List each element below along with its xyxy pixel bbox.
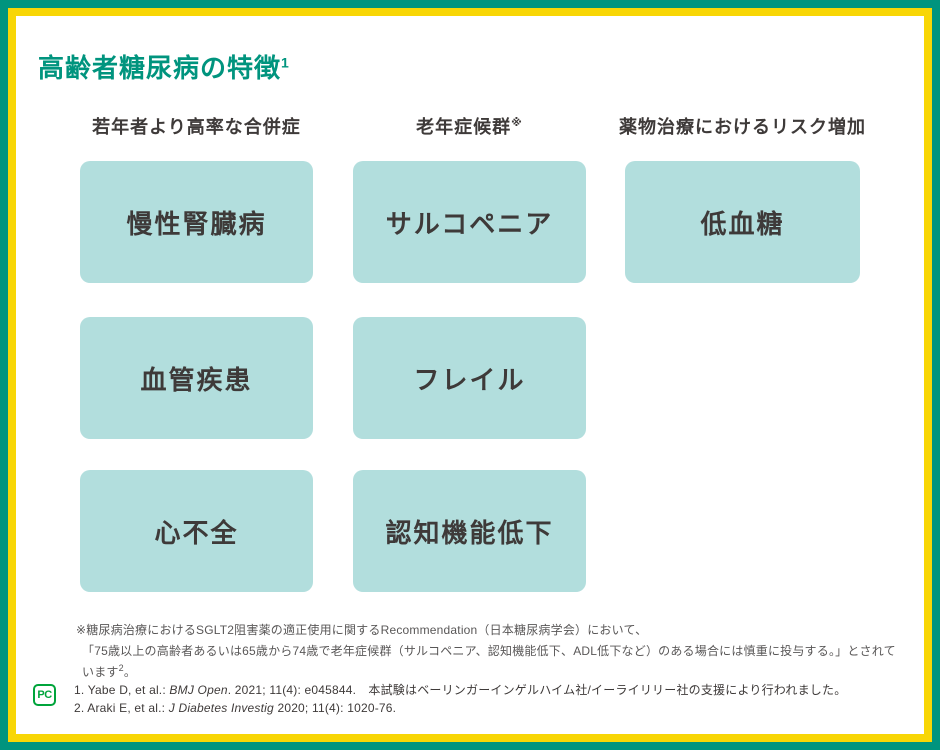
box-vascular-disease: 血管疾患 <box>80 317 313 439</box>
yellow-frame: 高齢者糖尿病の特徴1 若年者より高率な合併症 老年症候群※ 薬物治療におけるリス… <box>8 8 932 742</box>
box-heart-failure: 心不全 <box>80 470 313 592</box>
footnote: ※糖尿病治療におけるSGLT2阻害薬の適正使用に関するRecommendatio… <box>76 620 896 683</box>
reference-2-details: 2020; 11(4): 1020-76. <box>273 701 397 715</box>
reference-1-journal: BMJ Open <box>169 683 228 697</box>
reference-2-journal: J Diabetes Investig <box>168 701 274 715</box>
column-header-complications: 若年者より高率な合併症 <box>50 113 343 139</box>
pc-logo-icon: PC <box>33 684 56 706</box>
reference-list: 1. Yabe D, et al.: BMJ Open. 2021; 11(4)… <box>74 681 894 717</box>
reference-2-authors: 2. Araki E, et al.: <box>74 701 169 715</box>
page-title-superscript: 1 <box>281 54 290 71</box>
reference-1: 1. Yabe D, et al.: BMJ Open. 2021; 11(4)… <box>74 681 894 699</box>
page-title: 高齢者糖尿病の特徴1 <box>38 48 290 85</box>
box-sarcopenia: サルコペニア <box>353 161 586 283</box>
reference-1-authors: 1. Yabe D, et al.: <box>74 683 170 697</box>
footnote-line-2-text: 「75歳以上の高齢者あるいは65歳から74歳で老年症候群（サルコペニア、認知機能… <box>82 644 896 679</box>
box-chronic-kidney-disease: 慢性腎臓病 <box>80 161 313 283</box>
footnote-line-2-superscript: 2 <box>118 663 124 673</box>
footnote-line-2-period: 。 <box>123 665 137 679</box>
footnote-line-1: ※糖尿病治療におけるSGLT2阻害薬の適正使用に関するRecommendatio… <box>76 623 648 637</box>
slide-content: 高齢者糖尿病の特徴1 若年者より高率な合併症 老年症候群※ 薬物治療におけるリス… <box>16 16 924 734</box>
column-header-geriatric-syndrome: 老年症候群※ <box>323 113 616 139</box>
pc-logo-text: PC <box>37 689 52 701</box>
box-hypoglycemia: 低血糖 <box>625 161 860 283</box>
page-title-text: 高齢者糖尿病の特徴 <box>38 53 282 83</box>
column-header-drug-risk-text: 薬物治療におけるリスク増加 <box>619 117 866 137</box>
column-header-geriatric-syndrome-text: 老年症候群 <box>416 117 512 137</box>
column-header-geriatric-syndrome-mark: ※ <box>511 117 523 129</box>
box-frailty: フレイル <box>353 317 586 439</box>
footnote-line-2: 「75歳以上の高齢者あるいは65歳から74歳で老年症候群（サルコペニア、認知機能… <box>76 641 896 683</box>
box-cognitive-decline: 認知機能低下 <box>353 470 586 592</box>
column-header-drug-risk: 薬物治療におけるリスク増加 <box>580 113 905 139</box>
column-header-complications-text: 若年者より高率な合併症 <box>92 117 301 137</box>
reference-2: 2. Araki E, et al.: J Diabetes Investig … <box>74 699 894 717</box>
reference-1-details: . 2021; 11(4): e045844. 本試験はベーリンガーインゲルハイ… <box>227 683 847 697</box>
